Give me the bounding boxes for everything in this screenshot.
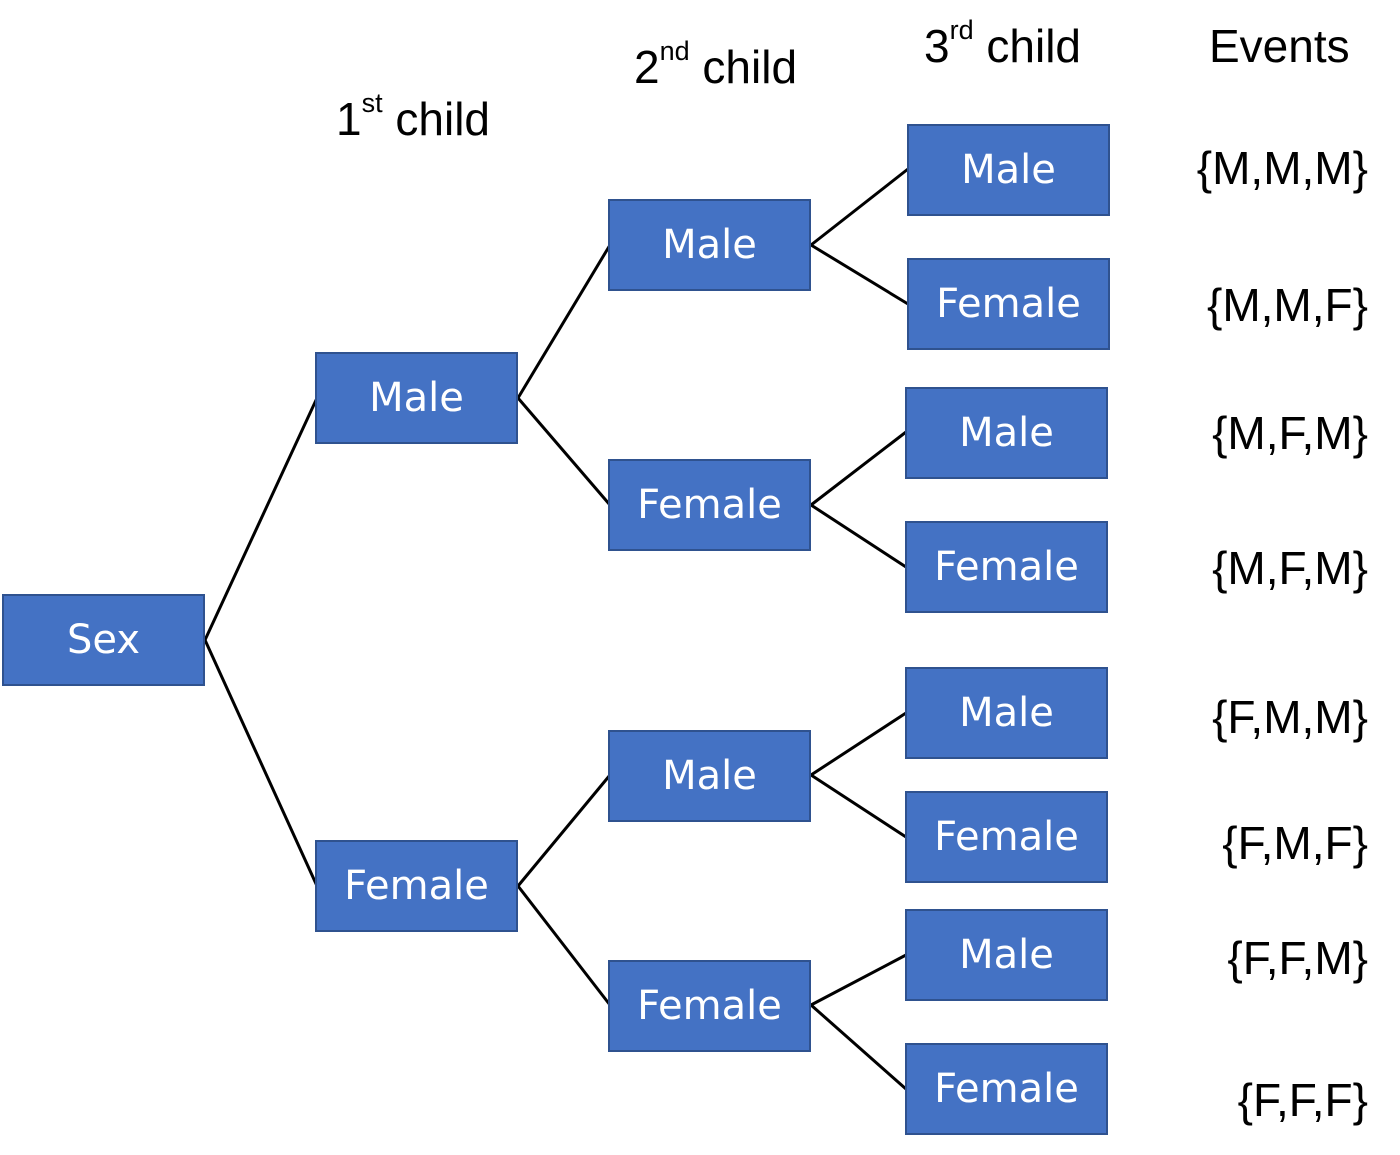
node-2nd-female-of-female: Female (608, 960, 811, 1052)
event-label: {F,F,M} (1227, 932, 1368, 984)
edge-mf-mfm (810, 430, 907, 507)
header-2nd-word: child (702, 41, 798, 93)
header-2nd-number: 2 (634, 41, 660, 93)
edge-fm-fmf (810, 773, 907, 839)
header-3rd-suffix: rd (949, 15, 974, 45)
node-3rd-mmf: Female (907, 258, 1110, 350)
event-label: {F,F,F} (1237, 1074, 1368, 1126)
edge-ff-fff (810, 1003, 907, 1091)
node-1st-female: Female (315, 840, 518, 932)
event-label: {M,M,M} (1196, 142, 1368, 194)
node-1st-male: Male (315, 352, 518, 444)
header-events: Events (1209, 20, 1350, 72)
edge-ff-ffm (810, 953, 907, 1007)
node-3rd-fff: Female (905, 1043, 1108, 1135)
event-label: {M,F,M} (1212, 407, 1368, 459)
header-1st-number: 1 (336, 93, 362, 145)
header-3rd-number: 3 (924, 20, 950, 72)
node-3rd-mmm: Male (907, 124, 1110, 216)
node-3rd-mff: Female (905, 521, 1108, 613)
header-3rd-child: 3rd child (924, 17, 1081, 72)
event-label: {F,M,F} (1222, 817, 1368, 869)
header-1st-suffix: st (361, 88, 383, 118)
header-1st-word: child (395, 93, 490, 145)
node-3rd-ffm: Male (905, 909, 1108, 1001)
header-2nd-suffix: nd (659, 36, 690, 66)
edge-male-mf (516, 397, 612, 506)
header-1st-child: 1st child (336, 90, 490, 145)
node-2nd-male-of-female: Male (608, 730, 811, 822)
node-2nd-female-of-male: Female (608, 459, 811, 551)
edge-fm-fmm (810, 711, 907, 777)
node-root-sex: Sex (2, 594, 205, 686)
edge-root-male (203, 397, 319, 641)
event-label: {F,M,M} (1212, 691, 1368, 743)
edge-male-mm (516, 244, 612, 399)
node-3rd-mfm: Male (905, 387, 1108, 479)
edge-mm-mmm (810, 167, 909, 247)
node-3rd-fmm: Male (905, 667, 1108, 759)
event-label: {M,M,F} (1206, 279, 1368, 331)
header-3rd-word: child (986, 20, 1081, 72)
edge-female-ff (516, 885, 612, 1006)
node-2nd-male-of-male: Male (608, 199, 811, 291)
edge-mm-mmf (810, 243, 909, 306)
header-2nd-child: 2nd child (634, 38, 798, 93)
edge-female-fm (516, 774, 612, 887)
event-label: {M,F,M} (1212, 542, 1368, 594)
edge-mf-mff (810, 503, 907, 569)
edge-root-female (203, 639, 319, 887)
node-3rd-fmf: Female (905, 791, 1108, 883)
